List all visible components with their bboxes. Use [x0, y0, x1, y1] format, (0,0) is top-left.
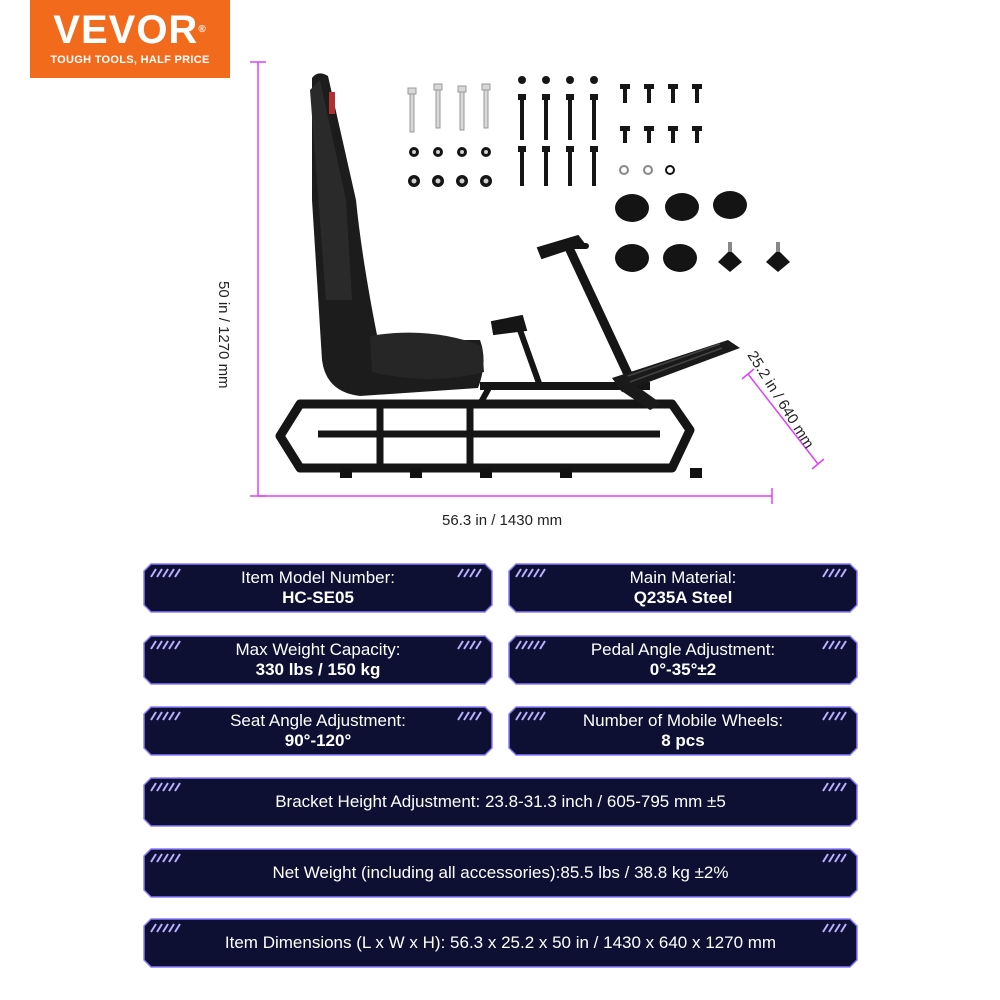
spec-text: Item Dimensions (L x W x H): 56.3 x 25.2…	[224, 933, 777, 952]
spec-text: Bracket Height Adjustment: 23.8-31.3 inc…	[275, 792, 726, 811]
card-frame	[508, 563, 858, 613]
cockpit-frame	[275, 382, 695, 473]
spec-card-item-dimensions: Item Dimensions (L x W x H): 56.3 x 25.2…	[143, 918, 858, 968]
racing-seat	[310, 73, 484, 396]
card-frame	[143, 706, 493, 756]
spec-label: Pedal Angle Adjustment:	[590, 640, 776, 659]
spec-label: Max Weight Capacity:	[235, 640, 401, 659]
dimension-lines	[250, 61, 825, 504]
spec-label: Item Model Number:	[241, 568, 395, 587]
spec-card-net-weight: Net Weight (including all accessories):8…	[143, 848, 858, 898]
spec-card-wheels: Number of Mobile Wheels:8 pcs	[508, 706, 858, 756]
spec-value: 90°-120°	[284, 731, 352, 750]
spec-label: Main Material:	[629, 568, 737, 587]
sim-racing-cockpit-illustration	[250, 61, 825, 504]
spec-card-seat-angle: Seat Angle Adjustment:90°-120°	[143, 706, 493, 756]
spec-card-pedal-angle: Pedal Angle Adjustment:0°-35°±2	[508, 635, 858, 685]
card-frame	[143, 918, 858, 968]
vevor-logo: VEVOR® TOUGH TOOLS, HALF PRICE	[30, 0, 230, 78]
card-frame	[508, 635, 858, 685]
frame-feet	[340, 468, 702, 478]
spec-label: Seat Angle Adjustment:	[230, 711, 406, 730]
hardware-bolts	[407, 76, 702, 187]
card-frame	[508, 706, 858, 756]
pedal-plate	[612, 340, 740, 410]
spec-text: Net Weight (including all accessories):8…	[272, 863, 729, 882]
card-frame	[143, 848, 858, 898]
spec-value: 0°-35°±2	[649, 660, 717, 679]
hardware-feet-pads	[615, 191, 790, 272]
spec-value: 8 pcs	[661, 731, 705, 750]
card-frame	[143, 777, 858, 827]
logo-wordmark: VEVOR®	[53, 8, 207, 52]
spec-label: Number of Mobile Wheels:	[582, 711, 784, 730]
spec-value: Q235A Steel	[633, 588, 733, 607]
spec-card-model: Item Model Number:HC-SE05	[143, 563, 493, 613]
spec-card-bracket-height: Bracket Height Adjustment: 23.8-31.3 inc…	[143, 777, 858, 827]
logo-tagline: TOUGH TOOLS, HALF PRICE	[50, 54, 210, 66]
height-dimension-label: 50 in / 1270 mm	[215, 281, 232, 389]
spec-value: 330 lbs / 150 kg	[255, 660, 381, 679]
spec-value: HC-SE05	[282, 588, 354, 607]
card-frame	[143, 635, 493, 685]
spec-card-weight-capacity: Max Weight Capacity:330 lbs / 150 kg	[143, 635, 493, 685]
length-dimension-label: 56.3 in / 1430 mm	[442, 512, 563, 529]
card-frame	[143, 563, 493, 613]
spec-card-material: Main Material:Q235A Steel	[508, 563, 858, 613]
